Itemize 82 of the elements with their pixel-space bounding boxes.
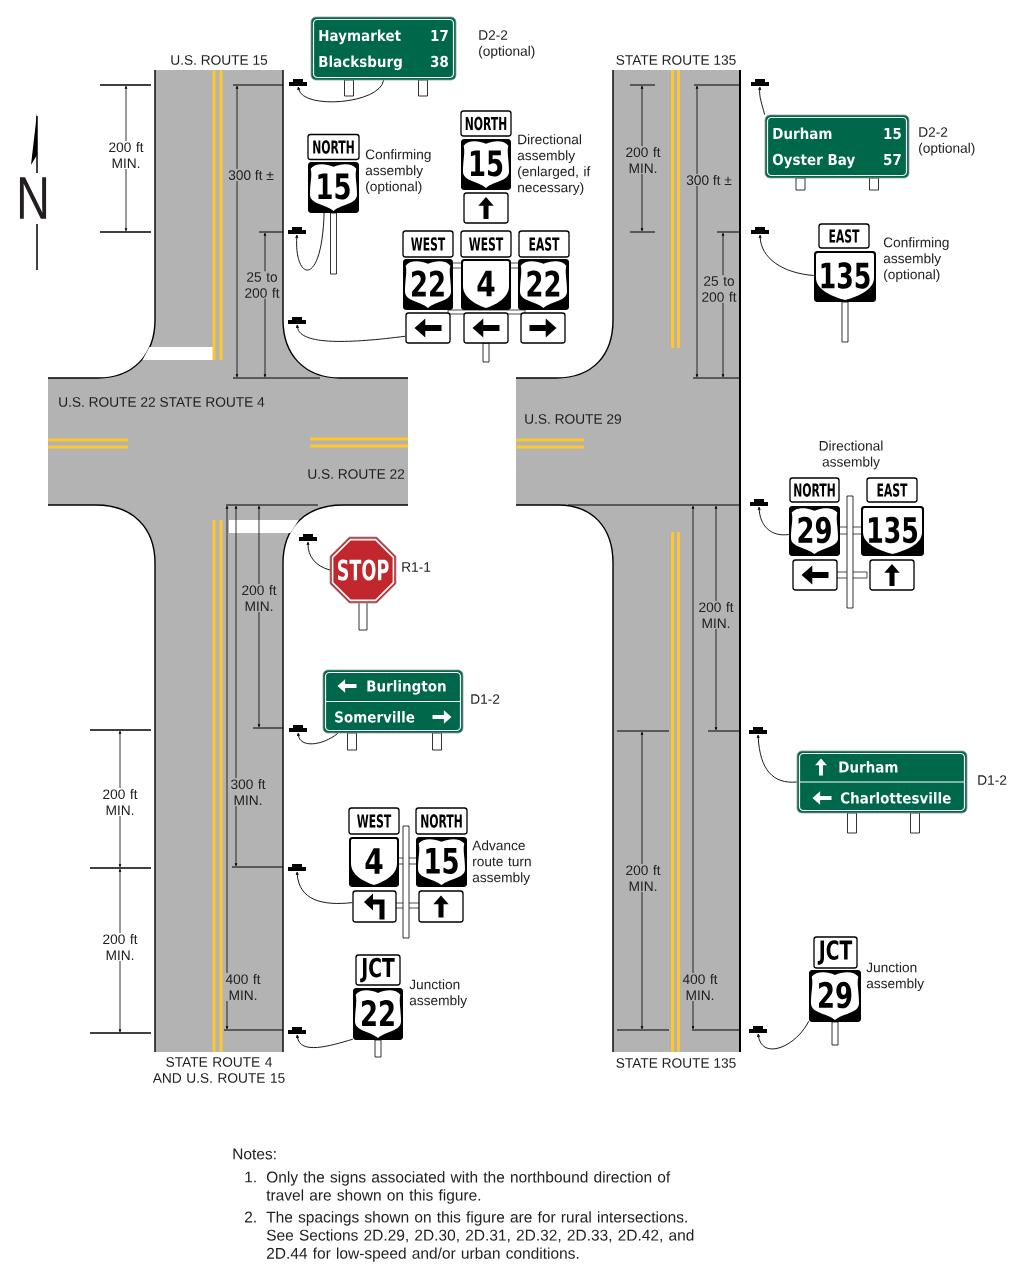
sign-code: D1-2 <box>978 775 1007 785</box>
road-name: U.S. ROUTE 22 STATE ROUTE 4 <box>59 397 265 407</box>
sign-marker <box>288 317 306 324</box>
guide-sign: Durham 15 Oyster Bay 57 <box>764 114 910 179</box>
assembly-caption: Advance route turn assembly <box>472 840 531 885</box>
leader-line <box>296 1034 354 1048</box>
direction-plate: WEST <box>348 807 400 835</box>
leader-line <box>306 541 331 571</box>
dimension-label: 200 ft MIN. <box>623 146 663 174</box>
leader-line <box>756 734 798 783</box>
leader-line <box>295 871 353 904</box>
assembly-caption: Confirming assembly (optional) <box>365 149 431 194</box>
sign-marker <box>289 725 307 732</box>
sign-code: D1-2 <box>471 694 500 704</box>
route-shield: 4 <box>349 837 399 887</box>
sign-code: R1-1 <box>402 562 431 572</box>
direction-plate: NORTH <box>460 110 512 137</box>
leader-line <box>757 1020 810 1050</box>
direction-plate: EAST <box>818 223 870 249</box>
sign-code: D2-2 (optional) <box>919 127 975 156</box>
direction-plate: NORTH <box>789 477 840 503</box>
dimension-label: 200 ft MIN. <box>100 788 140 816</box>
road-name: STATE ROUTE 135 <box>616 1058 736 1068</box>
direction-plate: EAST <box>866 477 918 503</box>
sign-code: D2-2 (optional) <box>479 30 535 59</box>
road-name: STATE ROUTE 4 AND U.S. ROUTE 15 <box>152 1057 285 1083</box>
notes-heading: Notes: <box>233 1148 276 1160</box>
direction-plate: WEST <box>460 230 512 258</box>
assembly-caption: Directional assembly <box>819 440 883 470</box>
direction-plate: NORTH <box>415 807 468 835</box>
road-name: U.S. ROUTE 29 <box>525 414 621 424</box>
list-number: 2. <box>245 1211 256 1223</box>
assembly-caption: Confirming assembly (optional) <box>883 237 949 282</box>
direction-plate: WEST <box>402 230 454 258</box>
route-shield: 22 <box>353 988 403 1040</box>
dimension-label: 400 ft MIN. <box>680 973 720 1001</box>
guide-sign: Burlington Somerville <box>322 669 464 734</box>
route-shield: 15 <box>461 139 511 190</box>
assembly-caption: Junction assembly <box>409 979 468 1008</box>
leader-line <box>295 211 325 271</box>
route-shield: 29 <box>789 506 840 556</box>
road-name: U.S. ROUTE 15 <box>171 55 268 65</box>
direction-plate: NORTH <box>307 133 360 161</box>
dimension-label: 25 to 200 ft <box>242 271 282 299</box>
dimension-label: 200 ft MIN. <box>696 601 736 629</box>
assembly-caption: Directional assembly (enlarged, if necessary) <box>517 134 591 195</box>
junction-plate: JCT <box>355 954 401 986</box>
route-shield: 22 <box>518 259 569 310</box>
direction-plate: EAST <box>518 230 570 258</box>
node-label: 15 <box>318 173 350 200</box>
assembly-caption: Junction assembly <box>866 962 925 991</box>
route-shield: 135 <box>814 251 876 302</box>
leader-line <box>758 234 815 276</box>
leader-line <box>297 79 384 103</box>
guide-sign: Durham Charlottesville <box>796 750 968 814</box>
guide-sign: Haymarket 17 Blacksburg 38 <box>310 16 457 81</box>
route-shield: 135 <box>861 506 924 556</box>
junction-plate: JCT <box>813 936 858 969</box>
dimension-label: 25 to 200 ft <box>699 275 739 303</box>
note-text: Only the signs associated with the northbound direction of travel are shown on this figure. <box>266 1171 671 1204</box>
road-name: STATE ROUTE 135 <box>616 55 736 65</box>
route-shield: 22 <box>403 259 453 310</box>
route-shield: 15 <box>308 162 359 213</box>
sign-marker <box>749 1026 767 1033</box>
compass-letter: N <box>19 177 47 219</box>
route-shield: 29 <box>809 970 861 1022</box>
leader-line <box>758 86 766 116</box>
stop-sign: STOP <box>329 536 397 604</box>
dimension-label: 200 ft MIN. <box>100 933 140 961</box>
dimension-label: 200 ft MIN. <box>623 864 663 892</box>
leader-line <box>297 732 339 745</box>
note-text: The spacings shown on this figure are for rural intersections. See Sections 2D.29, 2D.30, 2D.31, 2D.32, 2D.33, 2D.42, and 2D.44 for low-speed and/or urban conditions. <box>266 1211 694 1262</box>
dimension-label: 200 ft MIN. <box>106 141 146 169</box>
leader-line <box>757 506 790 536</box>
dimension-label: 200 ft MIN. <box>239 584 279 612</box>
dimension-label: 300 ft MIN. <box>228 778 268 806</box>
dimension-label: 400 ft MIN. <box>223 973 263 1001</box>
list-number: 1. <box>245 1171 256 1183</box>
road-name: U.S. ROUTE 22 <box>308 469 405 479</box>
sign-marker <box>288 1027 306 1034</box>
route-shield: 15 <box>416 837 467 887</box>
leader-line <box>296 324 406 342</box>
